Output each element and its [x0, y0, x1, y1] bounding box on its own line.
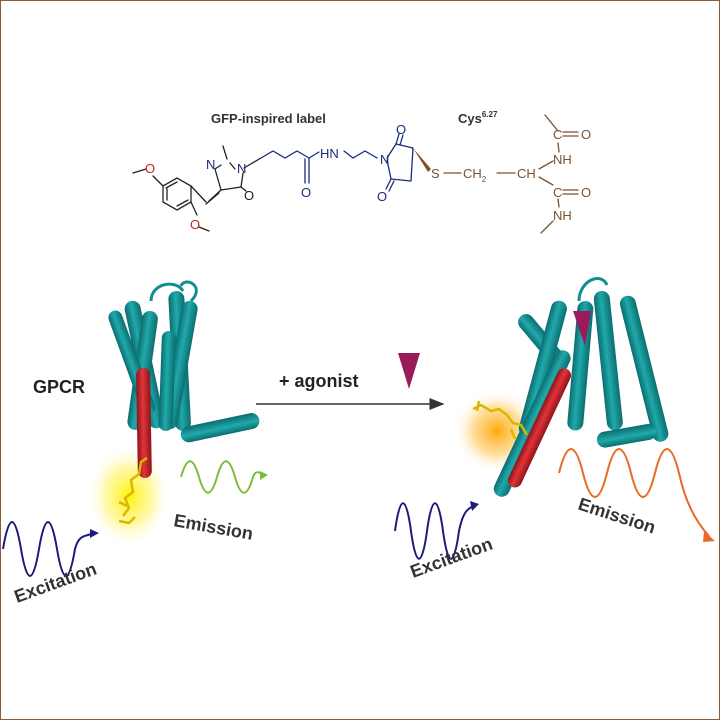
left-gpcr: GPCR — [33, 280, 260, 548]
atom-o-top: O — [581, 127, 591, 142]
gpcr-label: GPCR — [33, 377, 85, 397]
imidazolinone-ring — [214, 145, 262, 192]
atom-o-methoxy-top: O — [145, 161, 155, 176]
cys-label: Cys6.27 — [458, 110, 498, 126]
right-helices — [493, 290, 669, 497]
right-emission-label: Emission — [576, 494, 658, 538]
alkyl-chain — [260, 150, 310, 159]
right-fluorophore — [472, 400, 529, 440]
right-excitation-label: Excitation — [408, 534, 496, 582]
right-gpcr — [453, 277, 669, 497]
atom-o-maleimide-top: O — [396, 122, 406, 137]
atom-o-imidazolinone: O — [244, 188, 254, 203]
atom-nh-top: NH — [553, 152, 572, 167]
atom-o-maleimide-bottom: O — [377, 189, 387, 204]
left-emission-wave — [180, 460, 264, 494]
agonist-label: + agonist — [279, 371, 359, 391]
atom-n-maleimide: N — [380, 152, 389, 167]
atom-c-top: C — [553, 127, 562, 142]
chemical-structure: GFP-inspired label Cys6.27 O O — [132, 110, 591, 234]
atom-ch2: CH2 — [463, 166, 487, 184]
atom-n-imidazolinone-2: N — [237, 161, 246, 176]
right-emission-wave — [558, 448, 710, 537]
left-helices — [108, 290, 260, 478]
label-title: GFP-inspired label — [211, 111, 326, 126]
atom-o-bottom: O — [581, 185, 591, 200]
left-emission-label: Emission — [172, 510, 254, 544]
atom-ch: CH — [517, 166, 536, 181]
atom-s-thioether: S — [431, 166, 440, 181]
right-excitation-wave — [394, 502, 474, 560]
atom-c-bottom: C — [553, 185, 562, 200]
atom-nh-bottom: NH — [553, 208, 572, 223]
left-excitation-wave — [2, 521, 94, 577]
atom-n-imidazolinone-1: N — [206, 157, 215, 172]
right-red-helix — [508, 368, 572, 488]
benzene-ring — [132, 168, 222, 232]
bound-agonist — [573, 311, 591, 346]
left-fluorophore — [118, 456, 148, 525]
atom-o-amide: O — [301, 185, 311, 200]
atom-o-methoxy-bottom: O — [190, 217, 200, 232]
agonist-triangle — [398, 353, 420, 389]
atom-nh-amide: HN — [320, 146, 339, 161]
maleimide-ring — [385, 133, 414, 192]
left-red-helix — [136, 367, 152, 478]
